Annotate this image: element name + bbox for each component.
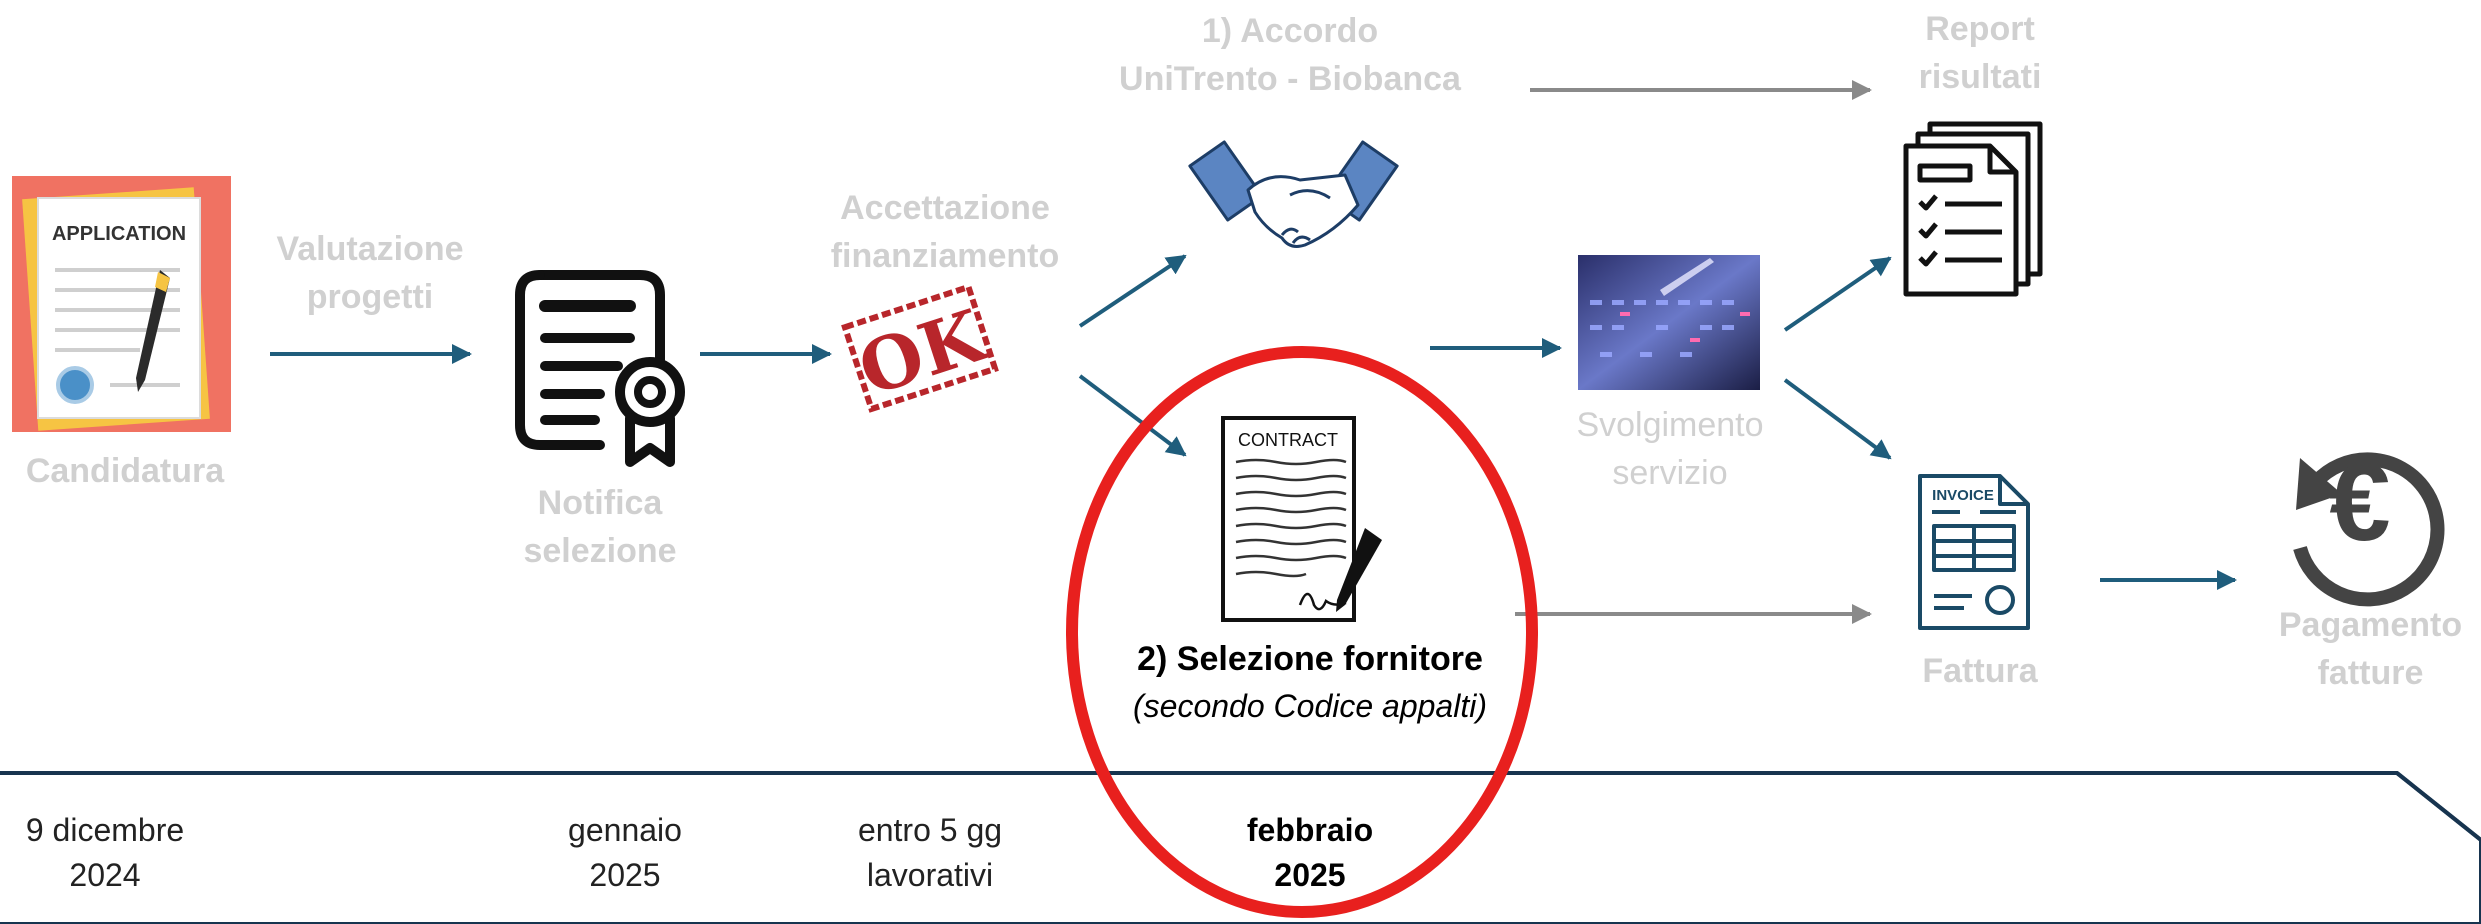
- arrow-svolgimento-fattura: [1783, 378, 1892, 460]
- step-svolgimento: Svolgimento servizio: [1560, 402, 1780, 497]
- arrow-to-selezione: [1078, 374, 1187, 457]
- step-svolgimento-line2: servizio: [1612, 453, 1728, 492]
- step-report: Report risultati: [1880, 6, 2080, 101]
- arrow-svolgimento-report: [1783, 256, 1892, 332]
- step-candidatura-label: Candidatura: [25, 452, 225, 490]
- arrow-to-accordo: [1078, 254, 1187, 328]
- step-valutazione-line1: Valutazione: [276, 230, 464, 268]
- application-document-icon: APPLICATION: [12, 176, 231, 432]
- step-valutazione-line2: progetti: [306, 277, 434, 316]
- ok-stamp-icon: OK: [841, 283, 999, 413]
- step-report-line1: Report: [1925, 10, 2035, 48]
- lab-photo-icon: [1578, 255, 1760, 390]
- report-checklist-icon: [1903, 121, 2043, 297]
- invoice-icon: INVOICE: [1918, 474, 2030, 630]
- application-header-text: APPLICATION: [52, 223, 186, 245]
- step-accettazione-line2: finanziamento: [830, 236, 1060, 275]
- step-accettazione-line1: Accettazione: [840, 189, 1050, 227]
- step-selezione-title: 2) Selezione fornitore: [1137, 640, 1483, 678]
- timeline-date-1-line1: 9 dicembre: [25, 812, 185, 848]
- step-pagamento-line1: Pagamento: [2278, 606, 2463, 644]
- step-selezione-subtitle: (secondo Codice appalti): [1133, 687, 1487, 724]
- timeline-date-2-line1: gennaio: [568, 812, 682, 848]
- timeline-date-4: febbraio 2025: [1210, 808, 1410, 898]
- step-fattura-label: Fattura: [1922, 652, 2038, 690]
- step-pagamento: Pagamento fatture: [2260, 602, 2481, 697]
- highlight-circle: [1066, 346, 1538, 918]
- ok-stamp-text: OK: [849, 292, 997, 412]
- timeline-date-3: entro 5 gg lavorativi: [830, 808, 1030, 898]
- timeline-date-2: gennaio 2025: [525, 808, 725, 898]
- step-accordo: 1) Accordo UniTrento - Biobanca: [1080, 8, 1500, 103]
- step-notifica: Notifica selezione: [480, 480, 720, 575]
- invoice-header-text: INVOICE: [1932, 487, 1994, 504]
- timeline-date-1: 9 dicembre 2024: [0, 808, 210, 898]
- step-notifica-line1: Notifica: [537, 484, 663, 522]
- timeline-date-1-line2: 2024: [69, 856, 141, 893]
- timeline-date-3-line1: entro 5 gg: [857, 812, 1003, 848]
- step-accettazione: Accettazione finanziamento: [800, 185, 1090, 280]
- step-accordo-line2: UniTrento - Biobanca: [1119, 59, 1461, 98]
- step-report-line2: risultati: [1918, 57, 2042, 96]
- certificate-ribbon-icon: [515, 270, 685, 467]
- euro-payment-icon: €: [2293, 441, 2445, 607]
- step-accordo-line1: 1) Accordo: [1201, 12, 1379, 50]
- step-selezione: 2) Selezione fornitore (secondo Codice a…: [1090, 636, 1530, 728]
- contract-icon: CONTRACT: [1221, 416, 1382, 622]
- flow-arrows: [270, 80, 2237, 624]
- step-pagamento-line2: fatture: [2317, 653, 2424, 692]
- timeline-date-4-line1: febbraio: [1246, 812, 1374, 848]
- euro-symbol-text: €: [2329, 441, 2390, 564]
- timeline-banner: [0, 771, 2481, 924]
- step-candidatura: Candidatura: [0, 448, 250, 496]
- step-fattura: Fattura: [1880, 648, 2080, 696]
- step-notifica-line2: selezione: [523, 531, 677, 570]
- timeline-date-2-line2: 2025: [589, 856, 661, 893]
- timeline-date-4-line2: 2025: [1274, 856, 1346, 893]
- timeline-chevron: [2395, 771, 2481, 842]
- step-valutazione: Valutazione progetti: [250, 226, 490, 321]
- contract-header-text: CONTRACT: [1238, 430, 1338, 450]
- timeline-date-3-line2: lavorativi: [866, 856, 994, 893]
- handshake-icon: [1188, 140, 1399, 248]
- step-svolgimento-line1: Svolgimento: [1576, 406, 1764, 444]
